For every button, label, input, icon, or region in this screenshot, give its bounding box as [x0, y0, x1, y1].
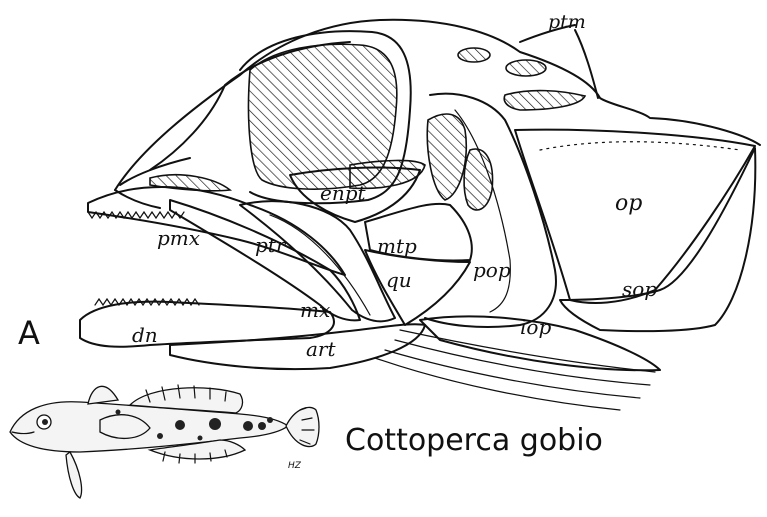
premaxilla-hatch — [150, 175, 230, 191]
dentary-outline — [80, 302, 334, 347]
label-ptr: ptr — [255, 233, 287, 257]
label-iop: iop — [520, 315, 551, 339]
suspensorium-hatch-2 — [464, 149, 492, 210]
label-qu: qu — [386, 268, 412, 292]
fish-spot-2 — [209, 418, 221, 430]
species-name: Cottoperca gobio — [345, 423, 603, 458]
fish-spot-7 — [116, 410, 121, 415]
fish-spot-8 — [267, 417, 273, 423]
fish-pupil — [42, 419, 48, 425]
label-enpt: enpt — [320, 181, 367, 205]
branchiostegal-ray-2 — [395, 340, 650, 385]
opercle-dotted-margin — [540, 142, 740, 150]
fish-first-dorsal-fin — [88, 386, 118, 404]
fish-pelvic-fin — [66, 452, 82, 498]
fish-spot-6 — [198, 436, 203, 441]
premaxilla-outline — [88, 187, 345, 275]
label-mx: mx — [300, 298, 330, 322]
ptm-opening-2 — [506, 60, 546, 76]
label-dn: dn — [132, 323, 158, 347]
fish-spot-5 — [157, 433, 163, 439]
posttemporal-hatch — [504, 91, 585, 110]
label-art: art — [306, 337, 336, 361]
label-pop: pop — [473, 258, 511, 282]
label-op: op — [615, 191, 642, 216]
premaxilla-teeth — [88, 212, 184, 218]
label-sop: sop — [622, 277, 657, 301]
artist-initials: HZ — [288, 461, 302, 471]
ptm-opening-1 — [458, 48, 490, 62]
label-pmx: pmx — [157, 226, 200, 250]
fish-spot-3 — [243, 421, 253, 431]
fish-illustration — [10, 385, 319, 498]
suspensorium-hatch-1 — [427, 114, 466, 200]
label-mtp: mtp — [377, 234, 417, 258]
fish-spot-1 — [175, 420, 185, 430]
label-ptm: ptm — [548, 11, 586, 33]
branchiostegal-ray-4 — [375, 358, 620, 410]
panel-label: A — [18, 314, 40, 352]
fish-spot-4 — [258, 422, 266, 430]
